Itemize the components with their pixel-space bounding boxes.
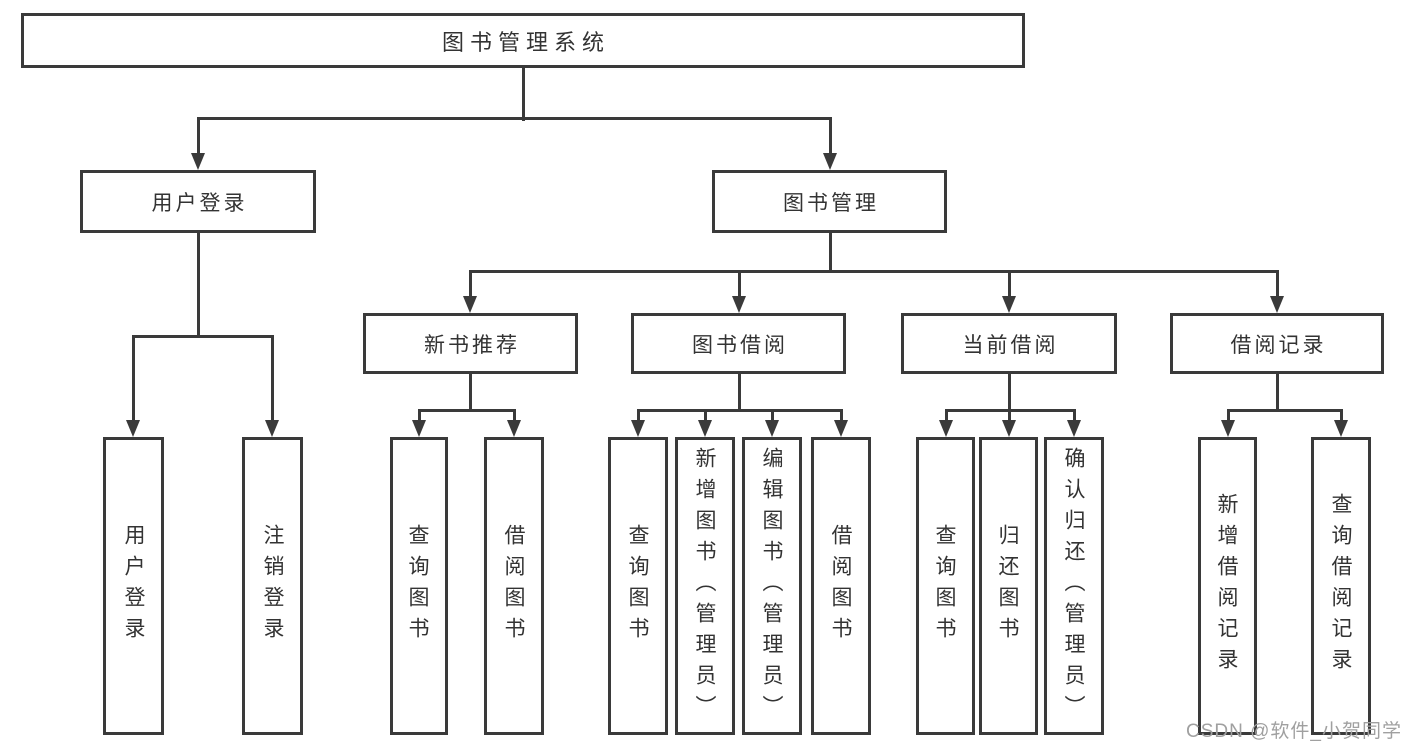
arrow-head-icon	[1221, 420, 1235, 437]
arrow-shaft	[770, 410, 774, 422]
arrow-head-icon	[1002, 420, 1016, 437]
arrow-shaft	[1072, 410, 1076, 422]
connector-hline	[945, 409, 1076, 412]
leaf-user-login: 用户登录	[103, 437, 164, 735]
connector-hline	[132, 335, 274, 338]
connector-arrow-down	[463, 271, 477, 313]
leaf-query-books-current: 查询图书	[916, 437, 975, 735]
connector-arrow-down	[1334, 410, 1348, 437]
arrow-shaft	[1007, 410, 1011, 422]
leaf-borrow-books-recommend: 借阅图书	[484, 437, 544, 735]
connector-hline	[197, 117, 832, 120]
connector-arrow-down	[834, 410, 848, 437]
connector-hline	[469, 270, 1279, 273]
arrow-head-icon	[939, 420, 953, 437]
arrow-shaft	[1226, 410, 1230, 422]
arrow-head-icon	[732, 296, 746, 313]
arrow-head-icon	[765, 420, 779, 437]
node-new-book-recommendation: 新书推荐	[363, 313, 578, 374]
connector-vline	[1276, 374, 1279, 412]
connector-vline	[469, 374, 472, 412]
node-current-borrowing: 当前借阅	[901, 313, 1117, 374]
connector-arrow-down	[732, 271, 746, 313]
leaf-edit-books-admin: 编辑图书（管理员）	[742, 437, 802, 735]
connector-arrow-down	[507, 410, 521, 437]
arrow-shaft	[1275, 271, 1279, 298]
leaf-query-books-recommend: 查询图书	[390, 437, 448, 735]
connector-arrow-down	[265, 336, 279, 437]
leaf-add-books-admin: 新增图书（管理员）	[675, 437, 735, 735]
connector-arrow-down	[1270, 271, 1284, 313]
connector-arrow-down	[939, 410, 953, 437]
connector-vline	[829, 233, 832, 273]
arrow-shaft	[512, 410, 516, 422]
connector-arrow-down	[698, 410, 712, 437]
arrow-shaft	[1339, 410, 1343, 422]
arrow-head-icon	[823, 153, 837, 170]
connector-arrow-down	[631, 410, 645, 437]
leaf-add-borrow-record: 新增借阅记录	[1198, 437, 1257, 735]
arrow-shaft	[703, 410, 707, 422]
arrow-head-icon	[265, 420, 279, 437]
connector-vline	[522, 68, 525, 121]
connector-arrow-down	[823, 118, 837, 170]
arrow-head-icon	[834, 420, 848, 437]
node-book-borrowing: 图书借阅	[631, 313, 846, 374]
leaf-borrow-books: 借阅图书	[811, 437, 871, 735]
node-library-management-system: 图书管理系统	[21, 13, 1025, 68]
arrow-head-icon	[412, 420, 426, 437]
arrow-shaft	[131, 336, 135, 422]
leaf-return-books: 归还图书	[979, 437, 1038, 735]
arrow-shaft	[1007, 271, 1011, 298]
connector-hline	[637, 409, 843, 412]
leaf-query-borrow-record: 查询借阅记录	[1311, 437, 1371, 735]
arrow-head-icon	[631, 420, 645, 437]
node-book-management: 图书管理	[712, 170, 947, 233]
connector-arrow-down	[412, 410, 426, 437]
connector-hline	[418, 409, 516, 412]
arrow-head-icon	[698, 420, 712, 437]
arrow-shaft	[944, 410, 948, 422]
arrow-shaft	[196, 118, 200, 155]
csdn-watermark: CSDN @软件_小贺同学	[1186, 721, 1402, 742]
arrow-head-icon	[507, 420, 521, 437]
leaf-logout-login: 注销登录	[242, 437, 303, 735]
connector-arrow-down	[765, 410, 779, 437]
arrow-head-icon	[1067, 420, 1081, 437]
arrow-shaft	[737, 271, 741, 298]
arrow-shaft	[417, 410, 421, 422]
connector-arrow-down	[126, 336, 140, 437]
connector-arrow-down	[1002, 271, 1016, 313]
connector-arrow-down	[191, 118, 205, 170]
connector-hline	[1227, 409, 1343, 412]
arrow-shaft	[468, 271, 472, 298]
connector-arrow-down	[1002, 410, 1016, 437]
connector-vline	[738, 374, 741, 412]
node-borrowing-records: 借阅记录	[1170, 313, 1384, 374]
arrow-head-icon	[1002, 296, 1016, 313]
node-user-login-branch: 用户登录	[80, 170, 316, 233]
arrow-shaft	[839, 410, 843, 422]
arrow-head-icon	[463, 296, 477, 313]
arrow-head-icon	[1334, 420, 1348, 437]
arrow-shaft	[636, 410, 640, 422]
leaf-query-books-borrowing: 查询图书	[608, 437, 668, 735]
arrow-head-icon	[1270, 296, 1284, 313]
arrow-shaft	[270, 336, 274, 422]
leaf-confirm-return-admin: 确认归还（管理员）	[1044, 437, 1104, 735]
arrow-head-icon	[191, 153, 205, 170]
connector-arrow-down	[1221, 410, 1235, 437]
arrow-shaft	[828, 118, 832, 155]
arrow-head-icon	[126, 420, 140, 437]
connector-arrow-down	[1067, 410, 1081, 437]
connector-vline	[1008, 374, 1011, 412]
connector-vline	[197, 233, 200, 338]
